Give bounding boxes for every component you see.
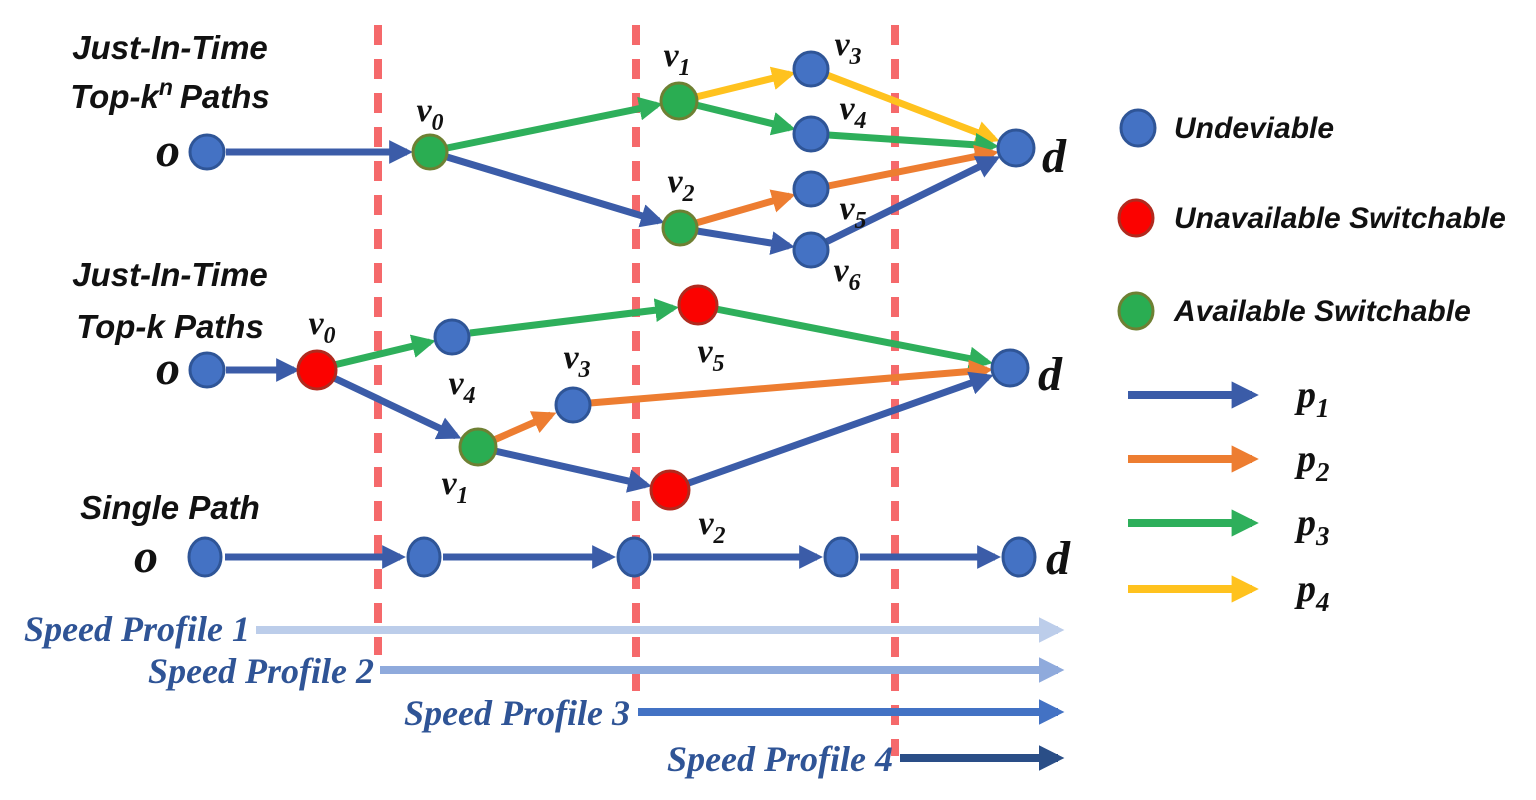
node-v5 xyxy=(677,284,719,326)
node-v1 xyxy=(659,81,699,121)
edge-v1-v3 xyxy=(695,66,796,101)
node-v0 xyxy=(411,133,449,171)
dest-label: d xyxy=(1046,532,1071,585)
node-v1 xyxy=(458,427,498,467)
label-v3: v3 xyxy=(834,26,861,70)
node-v4 xyxy=(433,318,471,356)
node-v3 xyxy=(792,50,830,88)
edge-v5-d xyxy=(715,305,993,371)
edge-v2-d xyxy=(684,371,994,488)
graph-topkn-nodes xyxy=(188,50,1036,269)
label-v2: v2 xyxy=(667,163,694,207)
topk-title-line2: Top-k Paths xyxy=(76,308,264,345)
label-v0: v0 xyxy=(308,305,335,349)
graph-topk-edges xyxy=(226,298,994,493)
label-v6: v6 xyxy=(833,252,860,296)
time-dashed-lines xyxy=(374,25,899,756)
edge-v1-v3 xyxy=(492,411,557,444)
node-v2 xyxy=(661,209,699,247)
graph-topk: Just-In-Time Top-k Paths o d v0 xyxy=(72,256,1063,549)
node-origin xyxy=(188,351,226,389)
origin-label: o xyxy=(156,124,180,177)
legend-undeviable-swatch xyxy=(1119,108,1157,148)
legend-available-switchable-label: Available Switchable xyxy=(1173,295,1471,328)
edge-v4-v5 xyxy=(469,298,679,337)
edge-v0-v2 xyxy=(445,153,665,228)
origin-label: o xyxy=(134,530,158,583)
edge-v3-d xyxy=(825,71,1000,144)
graph-topkn-labels: o d v0 v1 v2 v3 v4 v5 v6 xyxy=(156,26,1067,296)
edge-v0-v1 xyxy=(446,96,663,152)
label-v1: v1 xyxy=(441,465,468,509)
edge-v1-v4 xyxy=(695,101,796,136)
dest-label: d xyxy=(1042,130,1067,183)
speed-profiles: Speed Profile 1 Speed Profile 2 Speed Pr… xyxy=(24,609,1065,779)
node-1 xyxy=(406,536,442,578)
origin-label: o xyxy=(156,342,180,395)
graph-topk-labels: o d v0 v4 v1 v3 v5 v2 xyxy=(156,305,1063,549)
label-v4: v4 xyxy=(448,365,475,409)
single-path-title: Single Path xyxy=(80,489,260,526)
speed-profile-1-label: Speed Profile 1 xyxy=(24,609,250,649)
node-dest xyxy=(996,128,1036,168)
graph-topk-nodes xyxy=(188,284,1030,511)
label-v5: v5 xyxy=(839,190,866,234)
edge-v2-v6 xyxy=(696,227,795,255)
label-v5: v5 xyxy=(697,333,724,377)
label-v0: v0 xyxy=(416,92,443,136)
legend-p4-label: p4 xyxy=(1294,568,1330,617)
node-origin xyxy=(188,133,226,171)
legend-p3-label: p3 xyxy=(1294,502,1330,551)
dest-label: d xyxy=(1038,348,1063,401)
node-v0 xyxy=(296,349,338,391)
edge-v4-d xyxy=(827,131,999,157)
label-v2: v2 xyxy=(698,505,725,549)
edge-v0-v1 xyxy=(330,373,462,440)
speed-profile-4-label: Speed Profile 4 xyxy=(667,739,893,779)
node-3 xyxy=(823,536,859,578)
legend-p2-label: p2 xyxy=(1294,438,1330,487)
edge-v1-v2 xyxy=(494,447,652,493)
speed-profile-3-label: Speed Profile 3 xyxy=(404,693,630,733)
single-path-nodes xyxy=(187,536,1037,578)
graph-topkn-edges xyxy=(226,66,1001,255)
node-2 xyxy=(616,536,652,578)
edge-v0-v4 xyxy=(333,334,436,369)
edge-v3-d xyxy=(589,359,993,407)
legend-p1-label: p1 xyxy=(1294,374,1330,423)
graph-single-path: Single Path o d xyxy=(80,489,1071,585)
node-v3 xyxy=(554,386,592,424)
topkn-title-line1: Just-In-Time xyxy=(72,29,268,66)
label-v3: v3 xyxy=(563,339,590,383)
node-origin xyxy=(187,536,223,578)
label-v1: v1 xyxy=(663,37,690,81)
legend: Undeviable Unavailable Switchable Availa… xyxy=(1117,108,1506,617)
legend-unavailable-switchable-swatch xyxy=(1117,198,1155,238)
speed-profile-2-label: Speed Profile 2 xyxy=(148,651,374,691)
node-v5 xyxy=(792,170,830,208)
legend-available-switchable-swatch xyxy=(1117,291,1155,331)
legend-undeviable-label: Undeviable xyxy=(1174,112,1334,145)
edge-v5-d xyxy=(827,144,999,190)
node-dest xyxy=(990,348,1030,388)
legend-unavailable-switchable-label: Unavailable Switchable xyxy=(1174,202,1506,235)
node-v2 xyxy=(649,469,691,511)
node-v6 xyxy=(792,231,830,269)
node-v4 xyxy=(792,115,830,153)
topk-title-line1: Just-In-Time xyxy=(72,256,268,293)
node-dest xyxy=(1001,536,1037,578)
label-v4: v4 xyxy=(839,90,866,134)
edge-v6-d xyxy=(824,155,1001,246)
edge-v2-v5 xyxy=(695,189,796,227)
